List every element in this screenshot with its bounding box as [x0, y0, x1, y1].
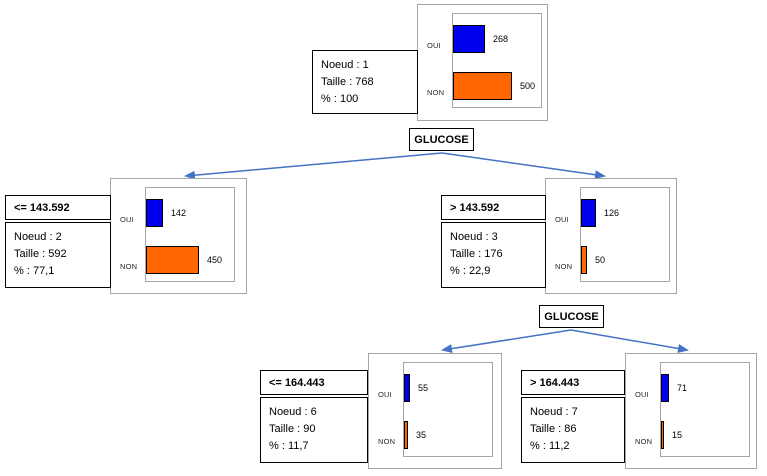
- node-size: Taille : 90: [269, 423, 316, 435]
- oui-label: OUI: [635, 390, 649, 399]
- oui-bar: [146, 199, 163, 227]
- node-percent: % : 11,2: [530, 440, 570, 452]
- tree-edge-split1-left: [184, 152, 443, 180]
- non-label: NON: [427, 88, 445, 97]
- split-variable-label-2: GLUCOSE: [539, 305, 604, 328]
- node-3-info: Noeud : 3 Taille : 176 % : 22,9: [441, 222, 546, 288]
- tree-node-6: OUI NON 55 35: [368, 353, 502, 469]
- tree-node-7: OUI NON 71 15: [625, 353, 757, 469]
- non-label: NON: [120, 262, 138, 271]
- tree-edge-split1-right: [441, 152, 606, 180]
- non-label: NON: [635, 437, 653, 446]
- node-percent: % : 11,7: [269, 440, 309, 452]
- condition-text: > 143.592: [450, 201, 500, 214]
- node-3-condition: > 143.592: [441, 195, 546, 220]
- oui-bar: [453, 25, 485, 53]
- node-size: Taille : 176: [450, 248, 503, 260]
- node-size: Taille : 768: [321, 76, 374, 88]
- node-id: Noeud : 1: [321, 59, 369, 71]
- oui-value: 71: [677, 383, 688, 393]
- non-bar: [453, 72, 512, 100]
- oui-bar: [661, 374, 669, 402]
- tree-node-1: OUI NON 268 500: [417, 4, 548, 121]
- non-bar: [581, 246, 587, 274]
- node-6-condition: <= 164.443: [260, 370, 368, 395]
- tree-node-2: OUI NON 142 450: [110, 178, 247, 294]
- condition-text: > 164.443: [530, 376, 580, 389]
- node-1-info: Noeud : 1 Taille : 768 % : 100: [312, 50, 418, 114]
- non-value: 15: [672, 430, 683, 440]
- node-2-bar-chart: 142 450: [145, 187, 235, 282]
- condition-text: <= 143.592: [14, 201, 70, 214]
- split-variable-label-1: GLUCOSE: [409, 128, 474, 151]
- node-size: Taille : 592: [14, 248, 67, 260]
- non-bar: [404, 421, 408, 449]
- node-2-info: Noeud : 2 Taille : 592 % : 77,1: [5, 222, 111, 288]
- oui-bar: [404, 374, 410, 402]
- node-id: Noeud : 6: [269, 406, 317, 418]
- oui-value: 55: [418, 383, 429, 393]
- tree-edge-split2-right: [570, 329, 689, 353]
- split-variable-text: GLUCOSE: [544, 310, 599, 323]
- non-bar: [661, 421, 664, 449]
- non-value: 35: [416, 430, 427, 440]
- split-variable-text: GLUCOSE: [414, 133, 469, 146]
- node-id: Noeud : 7: [530, 406, 578, 418]
- oui-bar: [581, 199, 596, 227]
- node-3-bar-chart: 126 50: [580, 187, 670, 282]
- node-7-condition: > 164.443: [521, 370, 625, 395]
- node-percent: % : 22,9: [450, 265, 491, 277]
- tree-edge-split2-left: [441, 329, 572, 354]
- oui-value: 126: [604, 208, 620, 218]
- node-7-info: Noeud : 7 Taille : 86 % : 11,2: [521, 397, 625, 463]
- non-bar: [146, 246, 199, 274]
- non-label: NON: [555, 262, 573, 271]
- oui-value: 142: [171, 208, 187, 218]
- oui-label: OUI: [555, 215, 569, 224]
- oui-label: OUI: [427, 41, 441, 50]
- tree-node-3: OUI NON 126 50: [545, 178, 677, 294]
- node-size: Taille : 86: [530, 423, 577, 435]
- node-id: Noeud : 2: [14, 231, 62, 243]
- node-7-bar-chart: 71 15: [660, 362, 750, 457]
- node-percent: % : 77,1: [14, 265, 55, 277]
- oui-label: OUI: [120, 215, 134, 224]
- non-value: 50: [595, 255, 606, 265]
- non-label: NON: [378, 437, 396, 446]
- condition-text: <= 164.443: [269, 376, 325, 389]
- oui-value: 268: [493, 34, 509, 44]
- node-1-bar-chart: 268 500: [452, 13, 542, 108]
- node-6-info: Noeud : 6 Taille : 90 % : 11,7: [260, 397, 368, 463]
- non-value: 500: [520, 81, 536, 91]
- node-2-condition: <= 143.592: [5, 195, 111, 220]
- node-percent: % : 100: [321, 93, 359, 105]
- node-id: Noeud : 3: [450, 231, 498, 243]
- oui-label: OUI: [378, 390, 392, 399]
- node-6-bar-chart: 55 35: [403, 362, 493, 457]
- non-value: 450: [207, 255, 223, 265]
